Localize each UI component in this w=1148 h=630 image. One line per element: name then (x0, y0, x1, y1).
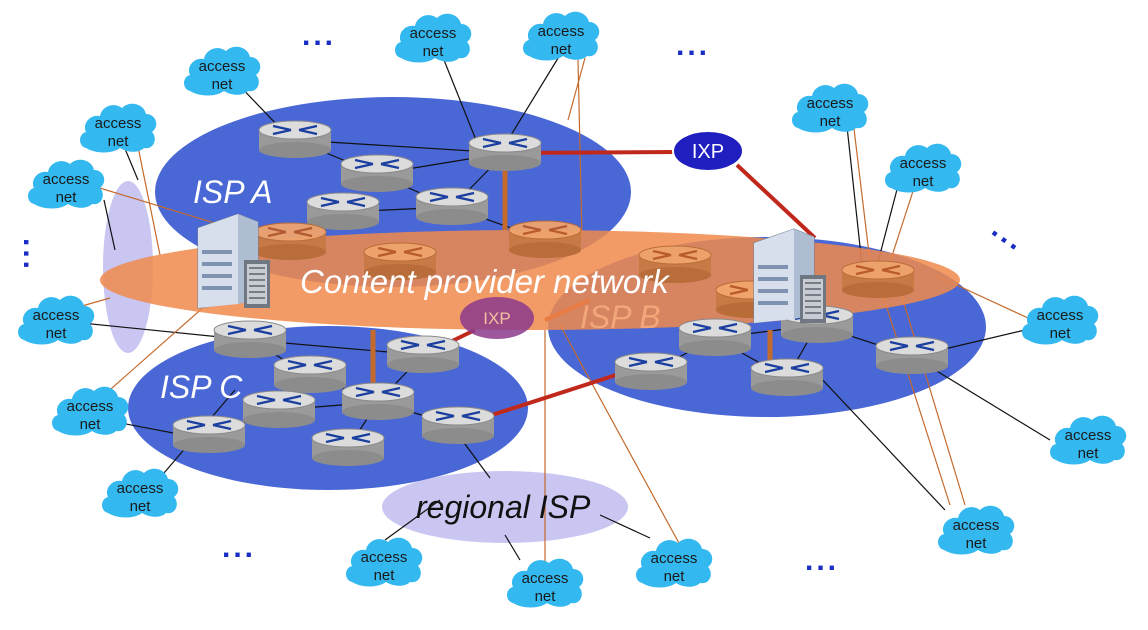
access-net-label: net (966, 535, 988, 552)
access-net-label: net (212, 76, 234, 93)
access-net-label: net (56, 189, 78, 206)
ixp-label: IXP (692, 141, 724, 163)
access-net-label: access (410, 25, 457, 42)
router-icon (171, 414, 247, 455)
access-net-label: net (46, 325, 68, 342)
router-icon (414, 186, 490, 227)
access-net-label: access (900, 155, 947, 172)
router-icon (677, 317, 753, 358)
access-net-label: access (953, 517, 1000, 534)
access-net-label: net (130, 498, 152, 515)
access-net-label: access (33, 307, 80, 324)
ellipsis: ... (986, 212, 1033, 259)
access-net-label: net (423, 43, 445, 60)
ellipsis: ... (222, 531, 256, 564)
access-net-label: access (43, 171, 90, 188)
access-links (71, 44, 1051, 568)
access-net-label: net (820, 113, 842, 130)
router-icon (272, 354, 348, 395)
access-net-label: access (1065, 427, 1112, 444)
ellipsis: ... (805, 544, 839, 577)
access-net-label: access (522, 570, 569, 587)
access-nets: accessnetaccessnetaccessnetaccessnetacce… (18, 11, 1127, 608)
content-provider-label: Content provider network (300, 263, 670, 300)
access-net-label: access (199, 58, 246, 75)
access-net-label: access (807, 95, 854, 112)
ellipsis: ... (676, 29, 710, 62)
regional-isp-region (382, 471, 628, 543)
router-icon (339, 153, 415, 194)
router-icon (467, 132, 543, 173)
router-icon (340, 381, 416, 422)
router-icon (252, 221, 328, 262)
access-net-label: net (664, 568, 686, 585)
router-icon (420, 405, 496, 446)
router-icon (305, 191, 381, 232)
access-net-label: access (538, 23, 585, 40)
access-net-label: net (1050, 325, 1072, 342)
router-icon (257, 119, 333, 160)
ellipsis: ... (17, 238, 50, 272)
router-icon (749, 357, 825, 398)
router-icon (507, 219, 583, 260)
access-net-label: access (651, 550, 698, 567)
ixp-top: IXP (672, 130, 744, 172)
router-icon (613, 351, 689, 392)
access-net-label: access (361, 549, 408, 566)
access-net-label: access (117, 480, 164, 497)
router-icon (874, 335, 950, 376)
isp-a-label: ISP A (193, 174, 272, 210)
router-icon (212, 319, 288, 360)
router-icon (310, 427, 386, 468)
router-icon (840, 259, 916, 300)
router-icon (385, 334, 461, 375)
access-net-label: access (1037, 307, 1084, 324)
access-net-label: net (108, 133, 130, 150)
access-net-label: net (551, 41, 573, 58)
ellipsis: ... (302, 19, 336, 52)
access-net-label: net (535, 588, 557, 605)
access-net-label: net (913, 173, 935, 190)
ixp-middle: IXP (460, 297, 534, 339)
router-icon (241, 389, 317, 430)
access-net-label: net (80, 416, 102, 433)
regional-isp-label: regional ISP (416, 489, 591, 525)
isp-c-label: ISP C (160, 369, 243, 405)
access-net-label: net (1078, 445, 1100, 462)
access-net-label: net (374, 567, 396, 584)
ixp-label: IXP (483, 309, 510, 328)
isp-b-label: ISP B (580, 299, 661, 335)
access-net-label: access (67, 398, 114, 415)
access-net-label: access (95, 115, 142, 132)
